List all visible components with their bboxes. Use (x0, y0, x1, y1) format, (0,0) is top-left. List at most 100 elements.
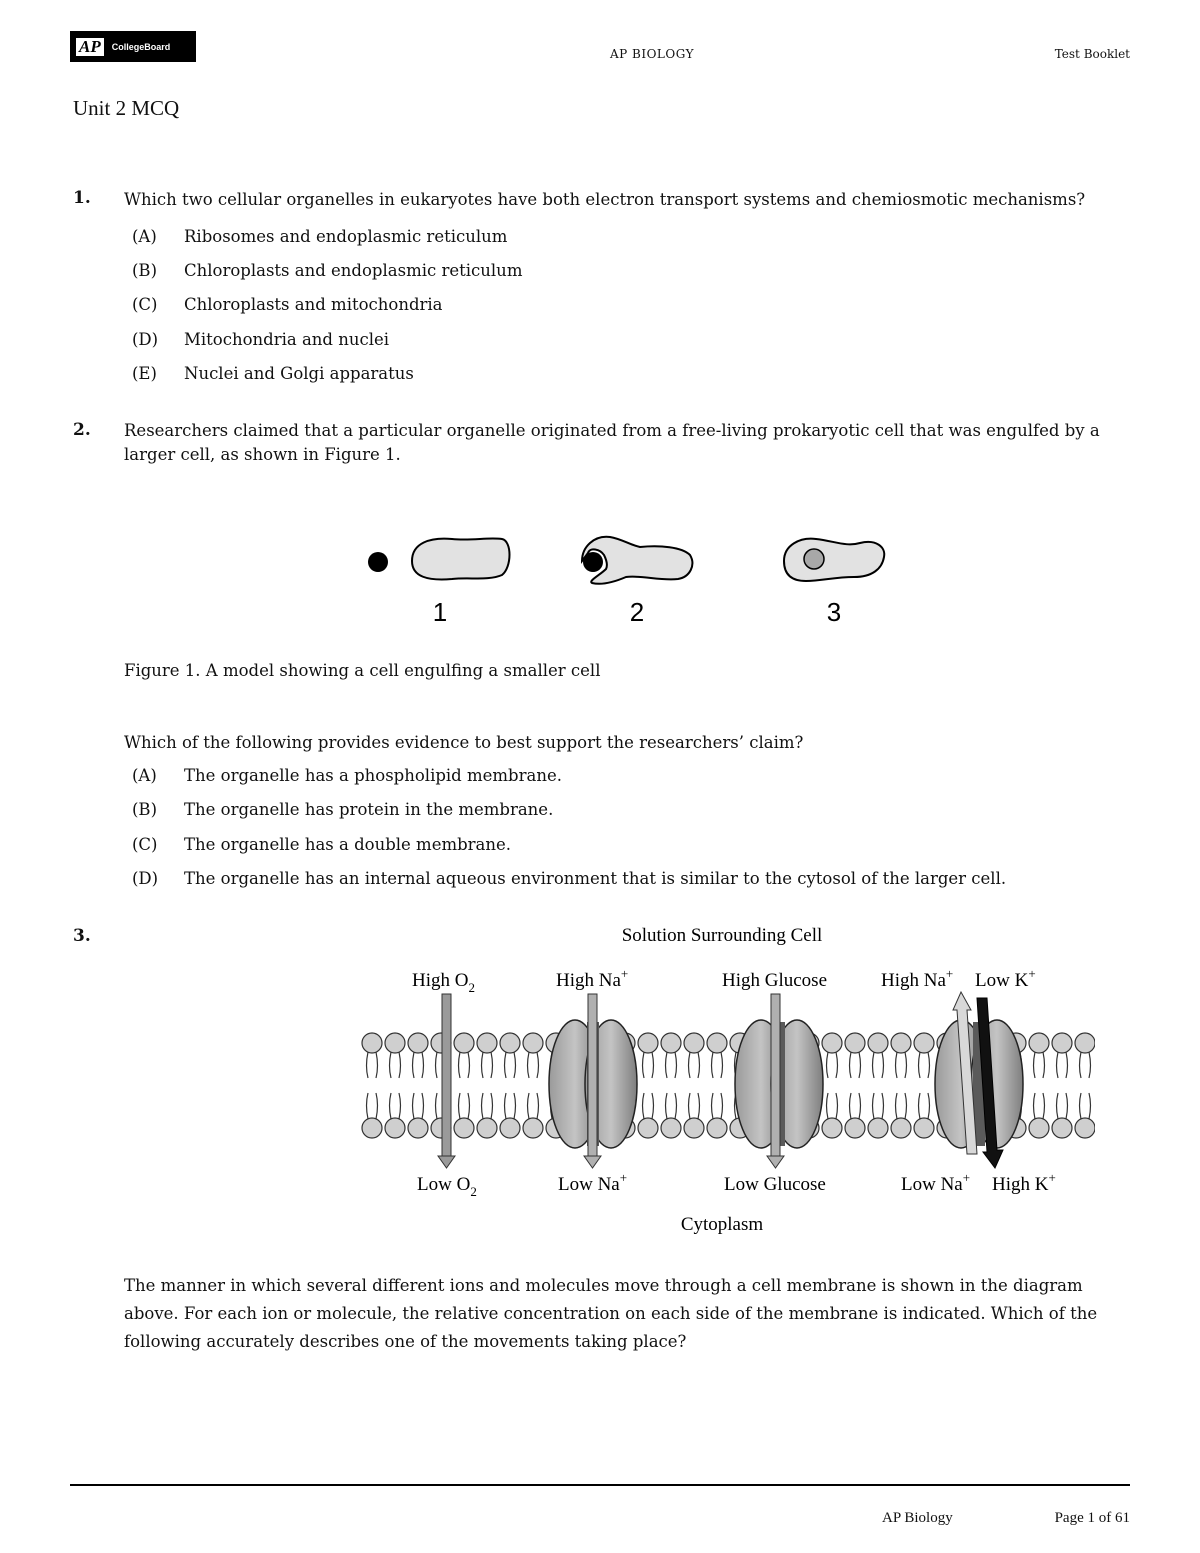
sodium-diffusion-arrow (583, 993, 602, 1169)
choice-letter: (D) (132, 330, 159, 349)
lipid-tail (1032, 1051, 1046, 1079)
lipid-tail (365, 1092, 379, 1120)
footer-divider (70, 1484, 1130, 1486)
phospholipid-head (407, 1032, 429, 1054)
q1-choice-c[interactable]: (C) Chloroplasts and mitochondria (132, 292, 1032, 317)
phospholipid-head (453, 1032, 475, 1054)
phospholipid-head (660, 1117, 682, 1139)
choice-letter: (A) (132, 766, 157, 785)
figure-1-engulfing-model: 1 2 3 (368, 535, 886, 627)
choice-text: Ribosomes and endoplasmic reticulum (184, 227, 508, 246)
lipid-tail (388, 1051, 402, 1079)
phospholipid-head (522, 1117, 544, 1139)
potassium-pump-arrow-down (976, 997, 1004, 1169)
q2-choice-b[interactable]: (B) The organelle has protein in the mem… (132, 797, 1082, 822)
phospholipid-head (637, 1032, 659, 1054)
phospholipid-head (913, 1117, 935, 1139)
phospholipid-head (1074, 1117, 1095, 1139)
question-3-text-line-2: above. For each ion or molecule, the rel… (124, 1304, 1098, 1323)
q1-choice-d[interactable]: (D) Mitochondria and nuclei (132, 327, 1032, 352)
label-high-o2: High O2 (412, 970, 475, 995)
page-title: Unit 2 MCQ (73, 96, 180, 120)
question-1-number: 1. (73, 188, 91, 208)
question-2-text-line-1: Researchers claimed that a particular or… (124, 421, 1100, 440)
phospholipid-head (683, 1032, 705, 1054)
q1-choice-b[interactable]: (B) Chloroplasts and endoplasmic reticul… (132, 258, 1032, 283)
phospholipid-head (660, 1032, 682, 1054)
lipid-tail (503, 1051, 517, 1079)
choice-text: Nuclei and Golgi apparatus (184, 364, 414, 383)
lipid-tail (1032, 1092, 1046, 1120)
phospholipid-head (683, 1117, 705, 1139)
lipid-tail (641, 1092, 655, 1120)
lipid-tail (825, 1051, 839, 1079)
lipid-tail (687, 1092, 701, 1120)
q2-choice-d[interactable]: (D) The organelle has an internal aqueou… (132, 866, 1082, 891)
figure-label-2: 2 (630, 597, 644, 627)
question-3-text-line-3: following accurately describes one of th… (124, 1332, 687, 1351)
q2-choice-c[interactable]: (C) The organelle has a double membrane. (132, 832, 1082, 857)
lipid-tail (687, 1051, 701, 1079)
label-low-na: Low Na+ (558, 1170, 627, 1195)
phospholipid-head (1051, 1117, 1073, 1139)
phospholipid-head (476, 1032, 498, 1054)
q2-choice-a[interactable]: (A) The organelle has a phospholipid mem… (132, 763, 1082, 788)
lipid-tail (480, 1051, 494, 1079)
choice-letter: (E) (132, 364, 157, 383)
phospholipid-head (384, 1032, 406, 1054)
choice-text: The organelle has an internal aqueous en… (184, 869, 1007, 888)
question-1-text: Which two cellular organelles in eukaryo… (124, 190, 1086, 209)
phospholipid-head (913, 1032, 935, 1054)
choice-text: The organelle has protein in the membran… (184, 800, 554, 819)
lipid-tail (457, 1051, 471, 1079)
lipid-tail (411, 1051, 425, 1079)
q1-choice-e[interactable]: (E) Nuclei and Golgi apparatus (132, 361, 1032, 386)
sodium-potassium-pump (934, 1019, 1024, 1149)
phospholipid-head (407, 1117, 429, 1139)
lipid-tail (480, 1092, 494, 1120)
footer-page-number: Page 1 of 61 (1054, 1510, 1130, 1526)
label-high-glucose: High Glucose (722, 970, 827, 991)
sodium-pump-arrow-up (952, 990, 978, 1155)
label-pump-high-na: High Na+ (881, 966, 953, 991)
phospholipid-head (890, 1032, 912, 1054)
figure-label-3: 3 (827, 597, 841, 627)
question-3-number: 3. (73, 926, 91, 946)
engulfing-cell (580, 535, 694, 585)
phospholipid-head (821, 1117, 843, 1139)
logo-brand-text: CollegeBoard (111, 41, 171, 52)
lipid-tail (1078, 1092, 1092, 1120)
choice-letter: (C) (132, 835, 158, 854)
choice-letter: (B) (132, 261, 157, 280)
phospholipid-head (1028, 1117, 1050, 1139)
stage-3 (782, 537, 886, 583)
q1-choice-a[interactable]: (A) Ribosomes and endoplasmic reticulum (132, 224, 1032, 249)
membrane-transport-diagram: Solution Surrounding Cell Cytoplasm High… (361, 925, 1095, 1235)
stage-1 (368, 537, 511, 581)
figure-1-caption: Figure 1. A model showing a cell engulfi… (124, 661, 601, 680)
organelle (803, 548, 825, 570)
lipid-tail (848, 1051, 862, 1079)
phospholipid-head (1051, 1032, 1073, 1054)
lipid-tail (894, 1051, 908, 1079)
label-pump-high-k: High K+ (992, 1170, 1056, 1195)
phospholipid-head (890, 1117, 912, 1139)
phospholipid-head (867, 1032, 889, 1054)
phospholipid-head (867, 1117, 889, 1139)
choice-letter: (D) (132, 869, 159, 888)
phospholipid-head (361, 1032, 383, 1054)
choice-text: The organelle has a phospholipid membran… (184, 766, 562, 785)
phospholipid-head (821, 1032, 843, 1054)
large-cell (410, 537, 511, 581)
lipid-tail (526, 1092, 540, 1120)
choice-letter: (B) (132, 800, 157, 819)
lipid-tail (848, 1092, 862, 1120)
lipid-tail (503, 1092, 517, 1120)
lipid-tail (710, 1051, 724, 1079)
phospholipid-head (384, 1117, 406, 1139)
lipid-tail (917, 1051, 931, 1079)
header-booklet: Test Booklet (1054, 47, 1130, 61)
label-high-na: High Na+ (556, 966, 628, 991)
lipid-tail (664, 1092, 678, 1120)
diagram-bottom-title: Cytoplasm (681, 1214, 764, 1235)
